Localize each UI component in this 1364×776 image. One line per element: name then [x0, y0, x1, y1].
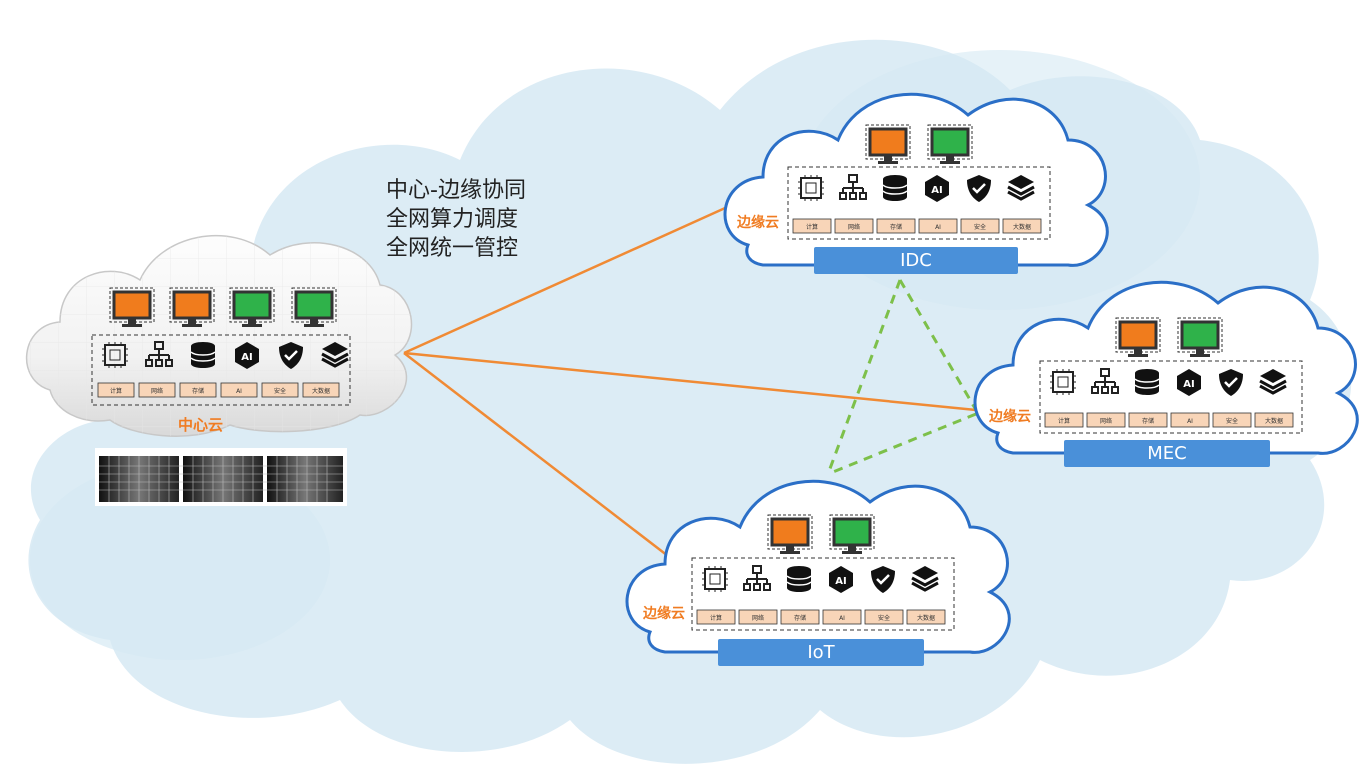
shield-icon	[279, 342, 303, 369]
cap-label: 网络	[1100, 417, 1112, 425]
edge-type-label-iot: IoT	[718, 639, 924, 666]
cap-label: 安全	[878, 614, 890, 622]
cap-label: 大数据	[917, 614, 935, 622]
capability-icons: AI	[102, 341, 349, 369]
network-tree-icon	[145, 341, 173, 367]
chip-icon	[702, 566, 728, 592]
svg-text:AI: AI	[241, 352, 252, 363]
cap-label: 计算	[110, 387, 122, 395]
shield-icon	[1219, 369, 1243, 396]
shield-icon	[871, 566, 895, 593]
svg-text:AI: AI	[835, 576, 846, 587]
link-idc-iot	[826, 279, 902, 475]
cap-label: 计算	[710, 614, 722, 622]
cap-label: 大数据	[312, 387, 330, 395]
edge-cloud-tag: 边缘云	[643, 606, 685, 622]
ai-icon: AI	[235, 342, 259, 369]
cap-label: 安全	[1226, 417, 1238, 425]
network-tree-icon	[839, 174, 867, 200]
cap-label: AI	[1187, 418, 1193, 425]
cap-label: 安全	[274, 387, 286, 395]
cap-label: AI	[935, 224, 941, 231]
ai-icon: AI	[1177, 369, 1201, 396]
edge-cloud-tag: 边缘云	[737, 215, 779, 231]
layers-icon	[321, 342, 349, 368]
cap-label: AI	[236, 388, 242, 395]
cap-label: 大数据	[1265, 417, 1283, 425]
center-cloud-label: 中心云	[178, 416, 224, 434]
edge-type-label-idc: IDC	[814, 247, 1018, 274]
cap-label: 大数据	[1013, 223, 1031, 231]
layers-icon	[1007, 175, 1035, 201]
cap-label: 存储	[1142, 417, 1154, 425]
database-icon	[190, 342, 216, 368]
cap-label: 计算	[806, 223, 818, 231]
database-icon	[786, 566, 812, 592]
capability-boxes: 计算 网络 存储 AI 安全 大数据	[97, 382, 340, 398]
slogan-line: 全网统一管控	[386, 236, 519, 261]
link-center-mec	[403, 351, 977, 412]
ai-icon: AI	[829, 566, 853, 593]
edge-type-label-mec: MEC	[1064, 440, 1270, 467]
edge-cloud-mec: AI 计算 网络 存储 AI 安全 大数据	[973, 280, 1359, 455]
cap-label: AI	[839, 615, 845, 622]
cap-label: 存储	[794, 614, 806, 622]
link-center-idc	[403, 202, 735, 355]
edge-cloud-tag: 边缘云	[989, 409, 1031, 425]
network-tree-icon	[1091, 368, 1119, 394]
link-mec-iot	[827, 412, 977, 476]
cap-label: 存储	[192, 387, 204, 395]
database-icon	[1134, 369, 1160, 395]
svg-text:AI: AI	[1183, 379, 1194, 390]
network-tree-icon	[743, 565, 771, 591]
layers-icon	[911, 566, 939, 592]
cap-label: 网络	[752, 614, 764, 622]
ai-icon: AI	[925, 175, 949, 202]
chip-icon	[798, 175, 824, 201]
center-edge-links	[403, 202, 977, 557]
shield-icon	[967, 175, 991, 202]
edge-cloud-idc: AI 计算 网络 存储 AI 安全 大数据	[723, 92, 1109, 267]
cap-label: 网络	[848, 223, 860, 231]
slogan-line: 中心-边缘协同	[386, 178, 526, 203]
slogan-line: 全网算力调度	[386, 207, 519, 232]
slogan: 中心-边缘协同 全网算力调度 全网统一管控	[386, 176, 526, 263]
monitors	[109, 287, 337, 327]
cap-label: 网络	[151, 387, 163, 395]
cap-label: 存储	[890, 223, 902, 231]
layers-icon	[1259, 369, 1287, 395]
edge-edge-links	[826, 279, 978, 476]
chip-icon	[1050, 369, 1076, 395]
cap-label: 计算	[1058, 417, 1070, 425]
link-center-iot	[403, 352, 669, 557]
cap-label: 安全	[974, 223, 986, 231]
center-cloud: AI 计算 网络 存储 AI 安全	[25, 234, 413, 437]
edge-cloud-iot: AI 计算 网络 存储 AI 安全 大数据	[625, 479, 1011, 654]
svg-text:AI: AI	[931, 185, 942, 196]
chip-icon	[102, 342, 128, 368]
database-icon	[882, 175, 908, 201]
server-racks-image	[95, 448, 347, 506]
